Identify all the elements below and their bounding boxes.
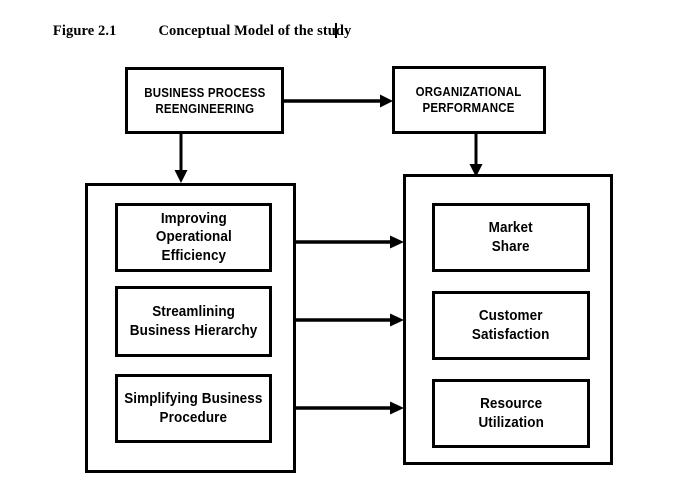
box-resource-utilization[interactable]: Resource Utilization (432, 379, 590, 448)
box-business-process-reengineering[interactable]: BUSINESS PROCESS REENGINEERING (125, 67, 284, 134)
arrow-procedure-to-resource-utilization (296, 400, 406, 416)
box-improving-operational-efficiency[interactable]: Improving Operational Efficiency (115, 203, 272, 272)
box-label: Improving Operational Efficiency (155, 210, 232, 264)
box-streamlining-business-hierarchy[interactable]: Streamlining Business Hierarchy (115, 286, 272, 357)
arrow-op-to-measures (467, 134, 485, 178)
arrow-bpr-to-dimensions (172, 134, 190, 184)
box-label: Market Share (488, 219, 534, 255)
figure-title-before-caret: Conceptual Model of the stu (158, 23, 336, 39)
figure-title-after-caret: dy (335, 23, 352, 39)
box-label: BUSINESS PROCESS REENGINEERING (143, 85, 266, 116)
box-label: Streamlining Business Hierarchy (129, 303, 258, 339)
box-label: ORGANIZATIONAL PERFORMANCE (416, 85, 522, 115)
box-label: Simplifying Business Procedure (124, 390, 263, 426)
arrow-hierarchy-to-customer-satisfaction (296, 312, 406, 328)
box-market-share[interactable]: Market Share (432, 203, 590, 272)
figure-caption: Figure 2.1 Conceptual Model of the study (38, 6, 638, 57)
figure-number: Figure 2.1 (52, 23, 117, 39)
box-label: Customer Satisfaction (472, 307, 550, 343)
box-organizational-performance[interactable]: ORGANIZATIONAL PERFORMANCE (392, 66, 546, 134)
box-simplifying-business-procedure[interactable]: Simplifying Business Procedure (115, 374, 272, 443)
box-customer-satisfaction[interactable]: Customer Satisfaction (432, 291, 590, 360)
arrow-efficiency-to-market-share (296, 234, 406, 250)
text-caret (335, 23, 337, 38)
box-label: Resource Utilization (478, 395, 544, 431)
arrow-bpr-to-op (283, 93, 395, 109)
